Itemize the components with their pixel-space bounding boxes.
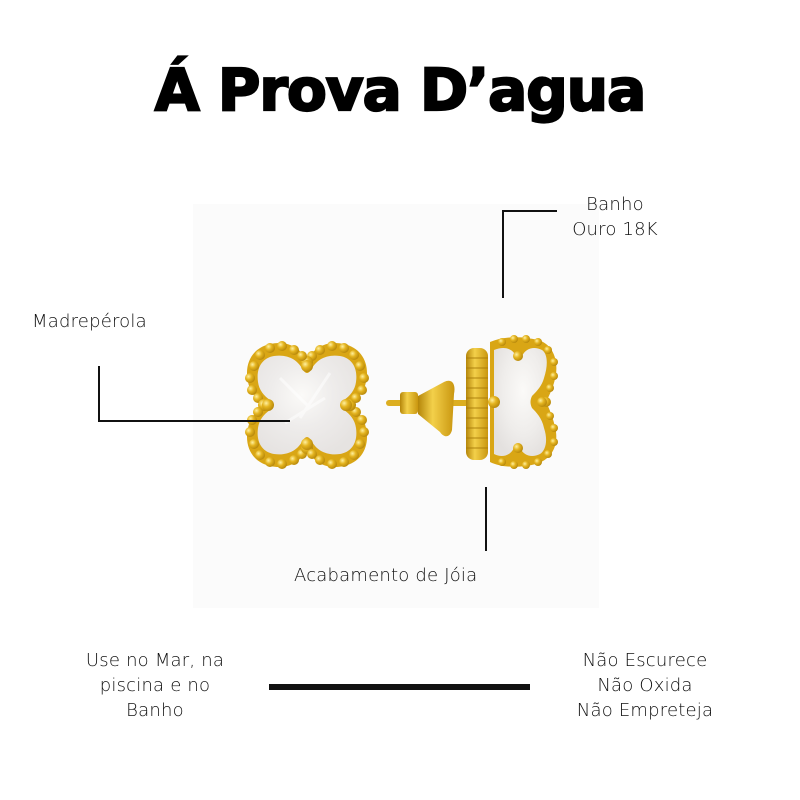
footer-right-line1: Não Escurece xyxy=(582,650,708,671)
footer-right-text: Não Escurece Não Oxida Não Empreteja xyxy=(540,648,750,723)
callout-gold-plating-line1: Banho xyxy=(586,194,644,215)
callout-gold-plating-line2: Ouro 18K xyxy=(572,219,658,240)
callout-gold-plating-horizontal-line xyxy=(502,210,557,212)
callout-jewel-finish: Acabamento de Jóia xyxy=(294,565,478,586)
callout-gold-plating-vertical-line xyxy=(502,210,504,298)
callout-mother-of-pearl-vertical-line xyxy=(98,366,100,422)
clover-earring-side-image xyxy=(386,335,558,469)
callout-jewel-finish-vertical-line xyxy=(485,487,487,551)
footer-right-line3: Não Empreteja xyxy=(576,700,714,721)
footer-right-line2: Não Oxida xyxy=(597,675,693,696)
callout-mother-of-pearl-horizontal-line xyxy=(98,420,290,422)
footer-divider-line xyxy=(269,684,530,690)
callout-mother-of-pearl: Madrepérola xyxy=(32,311,147,332)
page-title: Á Prova D’agua xyxy=(154,55,648,125)
footer-left-line3: Banho xyxy=(126,700,184,721)
callout-gold-plating: Banho Ouro 18K xyxy=(555,192,675,242)
footer-left-line1: Use no Mar, na xyxy=(85,650,225,671)
footer-left-line2: piscina e no xyxy=(99,675,211,696)
clover-earring-front-image xyxy=(245,341,369,469)
footer-left-text: Use no Mar, na piscina e no Banho xyxy=(50,648,260,723)
